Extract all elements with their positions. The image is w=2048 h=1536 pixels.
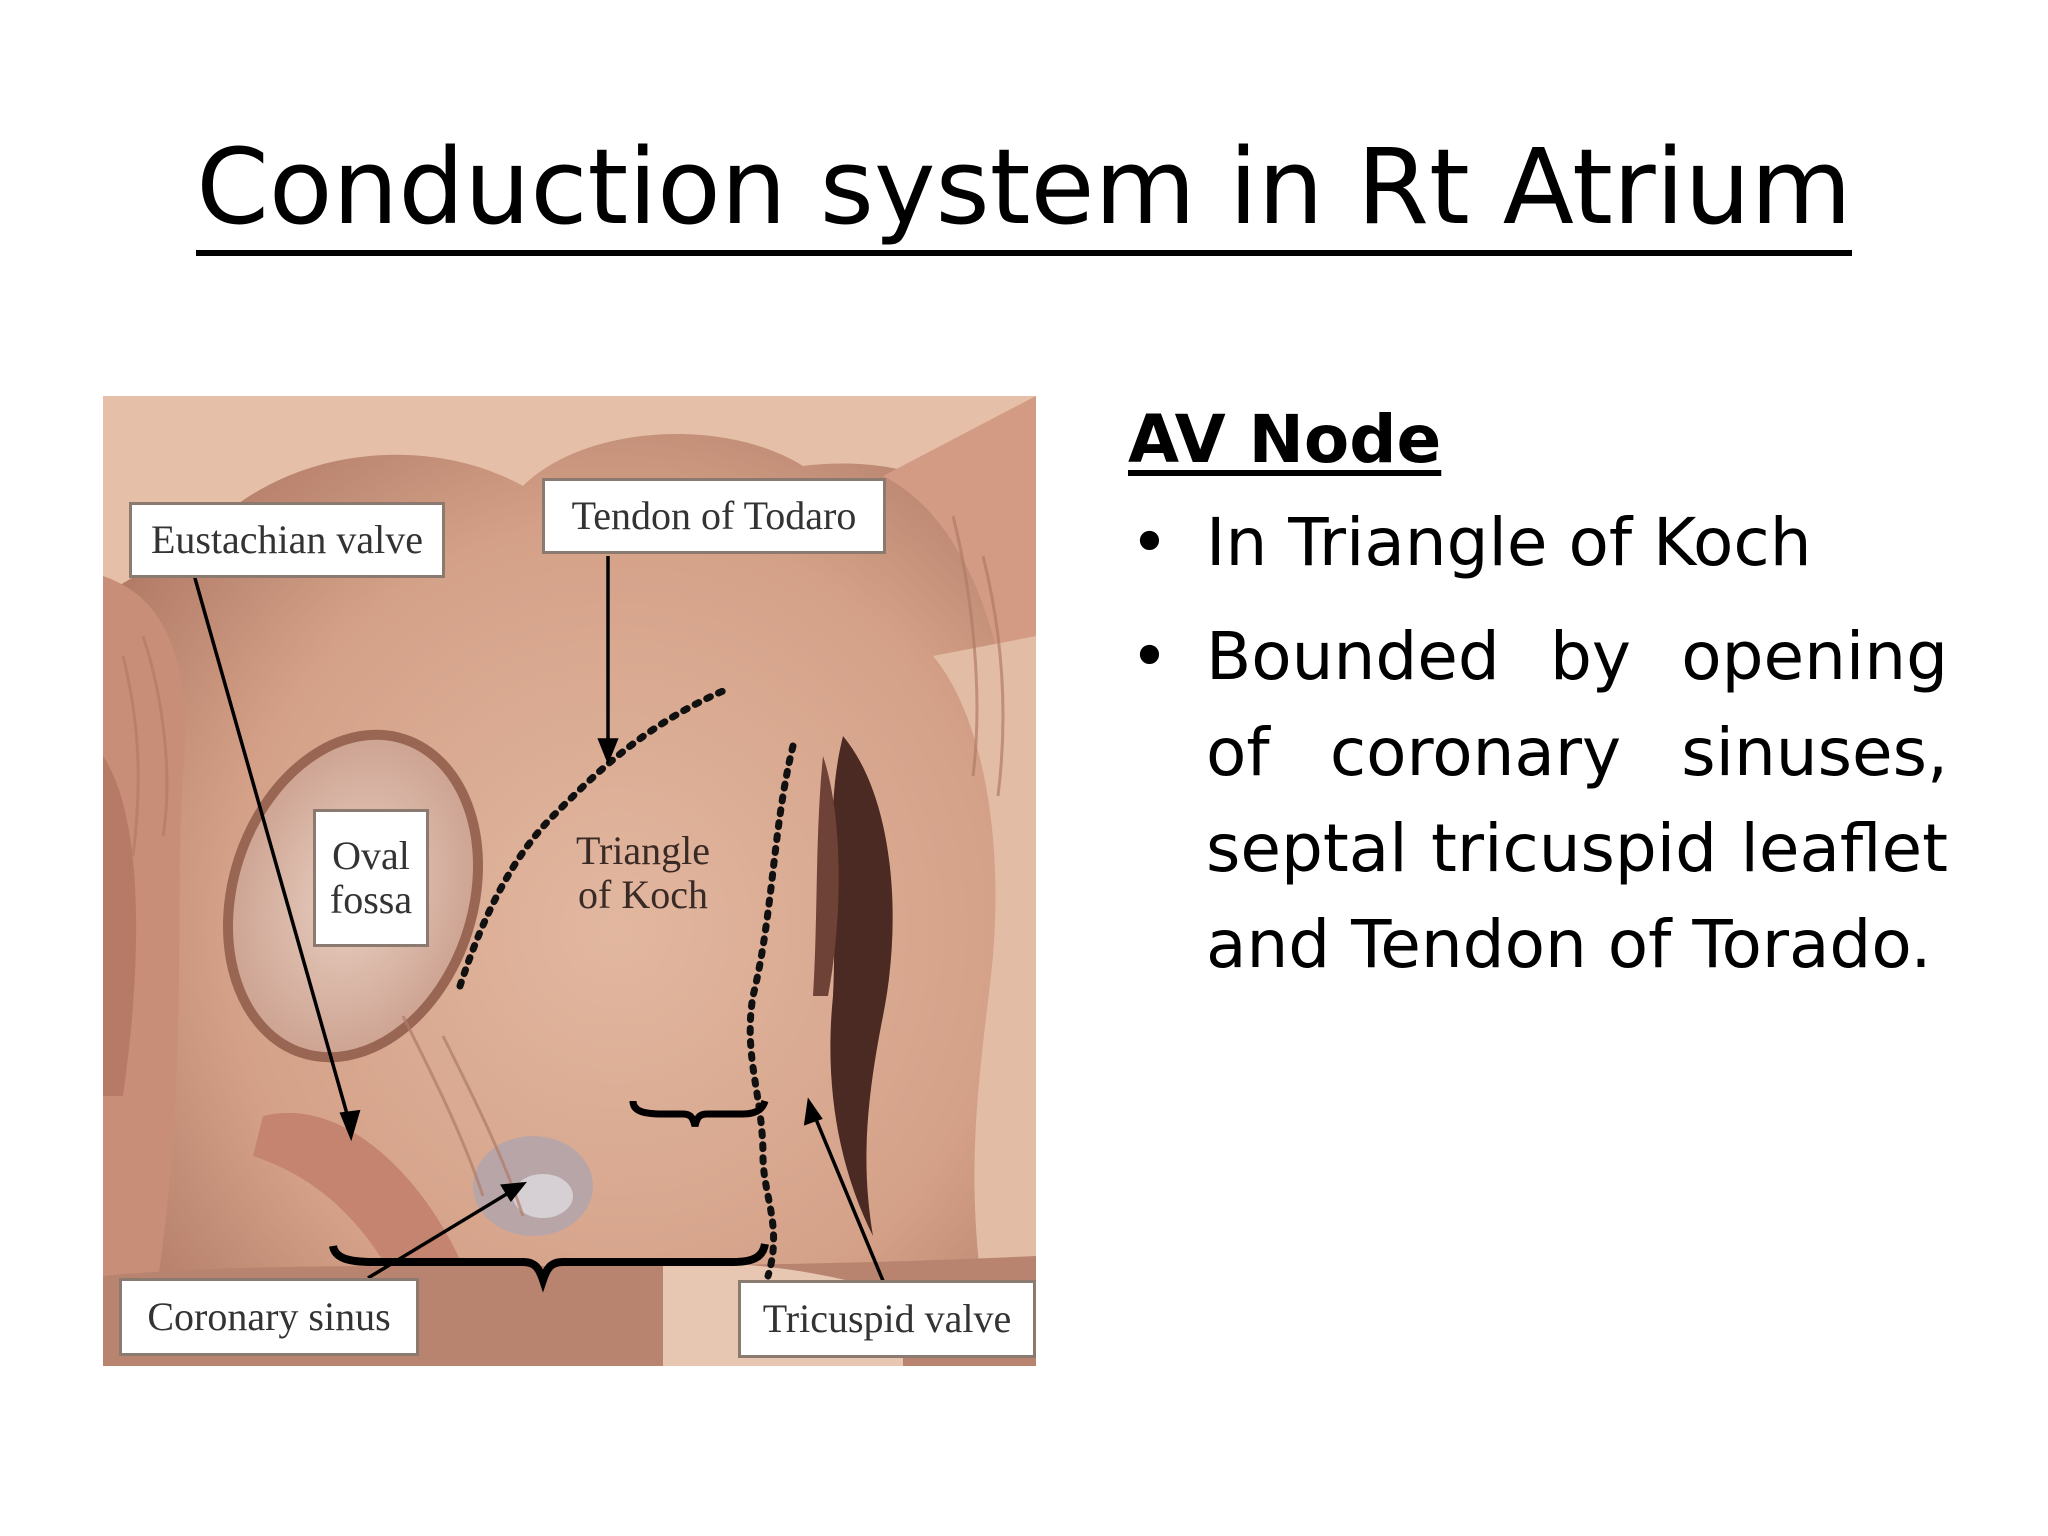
content-panel: AV Node In Triangle of Koch Bounded by o… — [1128, 400, 1948, 1011]
bullet-item: Bounded by opening of coronary sinuses, … — [1128, 609, 1948, 993]
bullet-item: In Triangle of Koch — [1128, 495, 1948, 591]
label-tendon-of-todaro: Tendon of Todaro — [542, 478, 886, 554]
slide-title: Conduction system in Rt Atrium — [0, 127, 2048, 256]
bullet-list: In Triangle of Koch Bounded by opening o… — [1128, 495, 1948, 993]
label-tricuspid-valve: Tricuspid valve — [738, 1280, 1036, 1358]
anatomy-figure: Eustachian valve Tendon of Todaro Oval f… — [103, 396, 1036, 1366]
label-coronary-sinus: Coronary sinus — [119, 1278, 419, 1356]
section-heading: AV Node — [1128, 401, 1442, 478]
slide-title-text: Conduction system in Rt Atrium — [196, 127, 1852, 256]
label-oval-fossa: Oval fossa — [313, 809, 429, 947]
label-eustachian-valve: Eustachian valve — [129, 502, 445, 578]
label-triangle-of-koch: Triangle of Koch — [575, 828, 711, 917]
